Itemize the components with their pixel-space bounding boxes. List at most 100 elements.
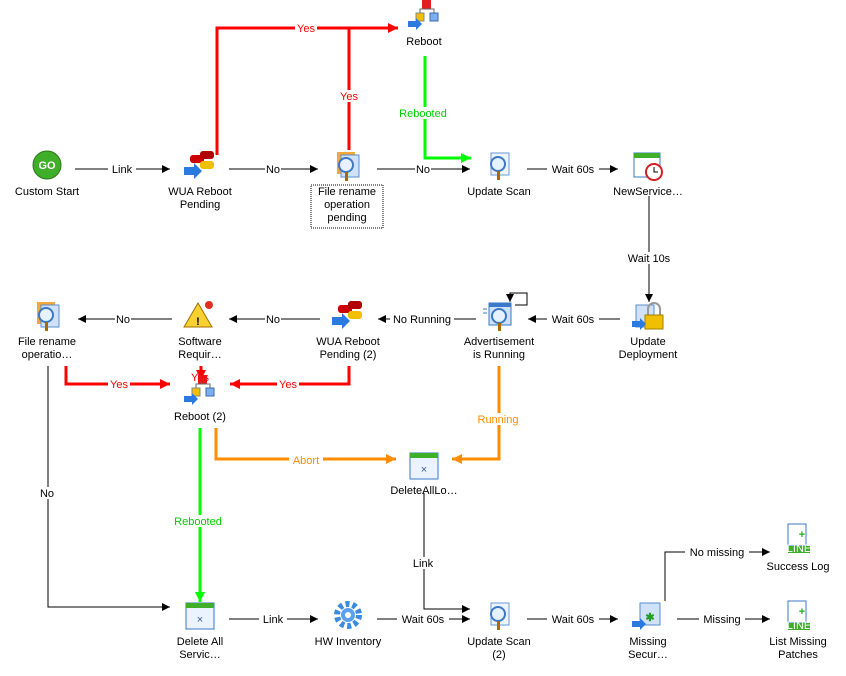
connector-line[interactable]: [423, 56, 471, 160]
edge-label-group: Running: [475, 413, 521, 426]
arrowhead-icon: [462, 615, 470, 623]
node-dello[interactable]: ×DeleteAllLo…: [390, 452, 458, 497]
node-delall[interactable]: ×Delete AllServic…: [177, 602, 223, 661]
edge-label: Rebooted: [399, 108, 447, 120]
svg-text:LINE: LINE: [787, 620, 811, 632]
node-reboot1[interactable]: Reboot: [406, 0, 442, 48]
edge-label-bg: [108, 378, 130, 390]
edge-label-group: Rebooted: [172, 515, 224, 528]
edge-label-group: Yes: [277, 378, 299, 391]
connector-line[interactable]: [64, 366, 170, 386]
svg-text:+: +: [799, 529, 805, 541]
edge-label-group: Abort: [289, 454, 323, 467]
node-label: Secur…: [628, 649, 668, 661]
edge-label: Abort: [293, 455, 319, 467]
edge-wua2-to-reboot2[interactable]: [230, 366, 351, 389]
edge-label-group: Link: [108, 163, 136, 176]
node-label: Update Scan: [467, 186, 531, 198]
delete-window-icon: ×: [185, 602, 215, 630]
arrowhead-icon: [229, 315, 237, 323]
svg-text:GO: GO: [38, 160, 56, 172]
edge-label-bg: [623, 252, 675, 264]
edge-newsvc-to-updeploy[interactable]: [645, 196, 653, 302]
edge-dello-to-scan2[interactable]: [423, 493, 470, 613]
connector-line[interactable]: [452, 366, 501, 461]
node-label: Requir…: [178, 349, 221, 361]
file-scan-icon: [337, 152, 360, 181]
edge-label: No missing: [690, 547, 744, 559]
edge-label-group: Wait 60s: [547, 313, 599, 326]
lock-icon: [632, 302, 664, 330]
edge-frop2-to-reboot2[interactable]: [64, 366, 170, 389]
edge-label-bg: [39, 487, 55, 499]
svg-text:+: +: [799, 606, 805, 618]
edge-label-group: Wait 10s: [623, 252, 675, 265]
edge-label-group: Link: [259, 613, 287, 626]
svg-text:×: ×: [197, 614, 203, 626]
node-label: Success Log: [767, 561, 830, 573]
edge-label: Wait 60s: [402, 614, 445, 626]
edge-label: Wait 60s: [552, 614, 595, 626]
node-swreq[interactable]: !SoftwareRequir…: [178, 301, 222, 361]
connector-line[interactable]: [214, 428, 396, 461]
node-label: File rename: [318, 186, 376, 198]
edge-label: Missing: [703, 614, 740, 626]
node-scan1[interactable]: Update Scan: [467, 152, 531, 198]
edge-label-group: No: [265, 163, 281, 176]
edge-label-bg: [397, 107, 449, 119]
edge-reboot1-to-scan1[interactable]: [423, 56, 471, 163]
edge-label: No: [416, 164, 430, 176]
connector-line[interactable]: [664, 551, 770, 601]
go-icon: GO: [32, 150, 62, 180]
node-reboot2[interactable]: Reboot (2): [174, 375, 226, 423]
edge-advrun-to-dello[interactable]: [452, 366, 501, 464]
edge-label-group: No Running: [390, 313, 454, 326]
node-success[interactable]: +LINE Success Log: [767, 523, 830, 573]
arrowhead-icon: [195, 592, 205, 602]
edge-label-bg: [338, 90, 360, 102]
node-newsvc[interactable]: NewService…: [613, 152, 683, 198]
edge-wua1-to-reboot1[interactable]: [215, 23, 398, 155]
connector-line[interactable]: [230, 366, 351, 386]
edge-frop2-to-delall[interactable]: [47, 366, 170, 611]
connector-line[interactable]: [47, 366, 170, 608]
node-label: DeleteAllLo…: [390, 485, 457, 497]
arrowhead-icon: [160, 379, 170, 389]
node-label: (2): [492, 649, 505, 661]
edge-reboot2-to-dello[interactable]: [214, 428, 396, 464]
reboot-icon: [408, 0, 439, 30]
log-line-icon: + LINE: [787, 600, 811, 632]
edge-advrun-to-advrun[interactable]: [506, 292, 528, 306]
node-frop2[interactable]: File renameoperatio…: [18, 302, 76, 361]
edge-label-group: No: [39, 487, 55, 500]
arrowhead-icon: [230, 379, 240, 389]
log-line-icon: +LINE: [787, 523, 811, 555]
arrowhead-icon: [310, 615, 318, 623]
edge-label-bg: [547, 313, 599, 325]
edge-label-bg: [547, 163, 599, 175]
node-label: Patches: [778, 649, 818, 661]
node-scan2[interactable]: Update Scan(2): [467, 602, 531, 661]
edge-label-group: Rebooted: [397, 107, 449, 120]
connector-line[interactable]: [423, 493, 470, 610]
edge-label-bg: [115, 313, 131, 325]
edge-label-group: Yes: [191, 372, 209, 384]
edge-label-group: Wait 60s: [547, 163, 599, 176]
edge-label: Link: [263, 614, 284, 626]
edge-label-bg: [277, 378, 299, 390]
edge-label: Link: [112, 164, 133, 176]
connector-line[interactable]: [215, 26, 398, 155]
arrowhead-icon: [762, 548, 770, 556]
node-label: pending: [327, 212, 366, 224]
node-missing[interactable]: ✱MissingSecur…: [628, 602, 668, 661]
node-hwinv[interactable]: HW Inventory: [315, 601, 382, 648]
